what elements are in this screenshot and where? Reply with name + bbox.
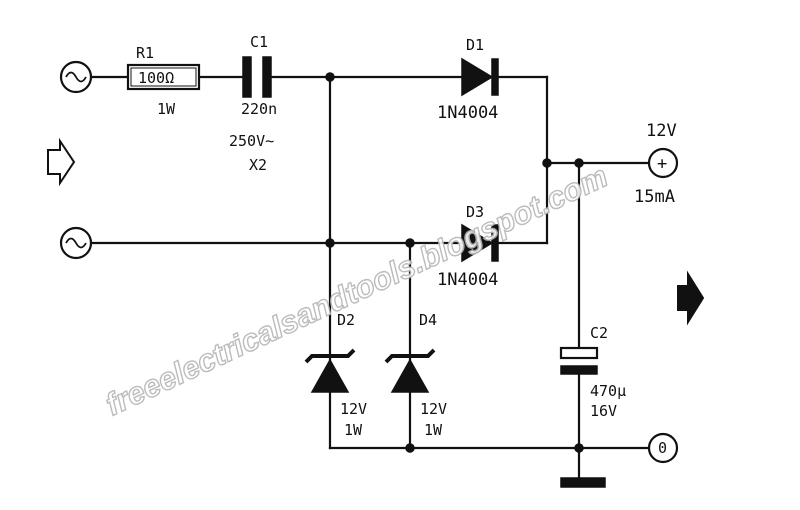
r1-value: 100Ω <box>138 69 174 87</box>
output-current: 15mA <box>634 187 675 207</box>
positive-symbol: + <box>657 154 667 174</box>
hollow-arrow-icon <box>47 137 76 187</box>
diode-d1: D1 1N4004 <box>437 36 499 123</box>
junctions <box>325 72 584 453</box>
r1-ref: R1 <box>136 44 154 62</box>
junction-dot <box>405 238 415 248</box>
junction-dot <box>325 238 335 248</box>
solid-arrow-icon <box>677 270 705 326</box>
d2-ref: D2 <box>337 311 355 329</box>
junction-dot <box>405 443 415 453</box>
d3-ref: D3 <box>466 203 484 221</box>
ground-symbol: 0 <box>658 439 667 457</box>
output-positive-terminal: + <box>647 147 679 179</box>
output-voltage: 12V <box>646 121 677 141</box>
capacitor-c2: C2 470µ 16V <box>559 324 626 420</box>
watermark-text: freeelectricalsandtools.blogspot.com <box>100 158 613 422</box>
c1-ref: C1 <box>250 33 268 51</box>
junction-dot <box>574 443 584 453</box>
c1-value: 220n <box>241 100 277 118</box>
c1-rating: 250V∼ <box>229 132 274 150</box>
diode-d3: D3 1N4004 <box>437 203 499 290</box>
c2-ref: C2 <box>590 324 608 342</box>
d2-power: 1W <box>344 421 363 439</box>
capacitor-c1: C1 220n 250V∼ X2 <box>229 33 277 174</box>
zener-diode-d2: D2 12V 1W <box>304 311 367 439</box>
c2-value: 470µ <box>590 382 626 400</box>
d3-part: 1N4004 <box>437 270 498 290</box>
c1-class: X2 <box>249 156 267 174</box>
d4-voltage: 12V <box>420 400 447 418</box>
r1-rating: 1W <box>157 100 176 118</box>
d1-part: 1N4004 <box>437 103 498 123</box>
ground-bar <box>560 477 606 488</box>
wires <box>91 75 650 482</box>
d1-ref: D1 <box>466 36 484 54</box>
d4-ref: D4 <box>419 311 437 329</box>
junction-dot <box>542 158 552 168</box>
zener-diode-d4: D4 12V 1W <box>384 311 447 439</box>
resistor-r1: R1 100Ω 1W <box>126 44 201 118</box>
c2-rating: 16V <box>590 402 617 420</box>
ac-sine-icon <box>59 226 93 260</box>
junction-dot <box>574 158 584 168</box>
ac-sine-icon <box>59 60 93 94</box>
junction-dot <box>325 72 335 82</box>
d4-power: 1W <box>424 421 443 439</box>
output-ground-terminal: 0 <box>647 432 679 464</box>
d2-voltage: 12V <box>340 400 367 418</box>
